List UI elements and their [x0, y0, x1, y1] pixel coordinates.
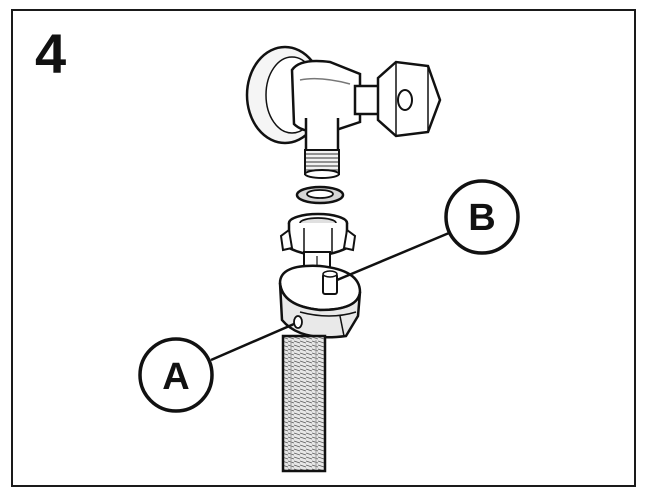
callout-b: B [336, 179, 520, 282]
callout-a-label: A [162, 356, 189, 398]
union-nut [279, 212, 357, 257]
callout-a-leader [210, 322, 295, 362]
callout-b-label: B [468, 197, 495, 239]
water-tap [245, 45, 442, 179]
callout-a: A [138, 322, 295, 413]
callout-a-circle [138, 337, 214, 413]
sealing-washer [295, 185, 345, 205]
step-number: 4 [35, 22, 67, 85]
callout-b-circle [444, 179, 520, 255]
tap-handle-screw [397, 89, 413, 111]
inspection-window-a [293, 315, 303, 329]
water-hose [281, 334, 327, 473]
tap-spout [304, 118, 340, 156]
callout-b-leader [336, 231, 450, 282]
hose-connector-block [278, 251, 362, 339]
